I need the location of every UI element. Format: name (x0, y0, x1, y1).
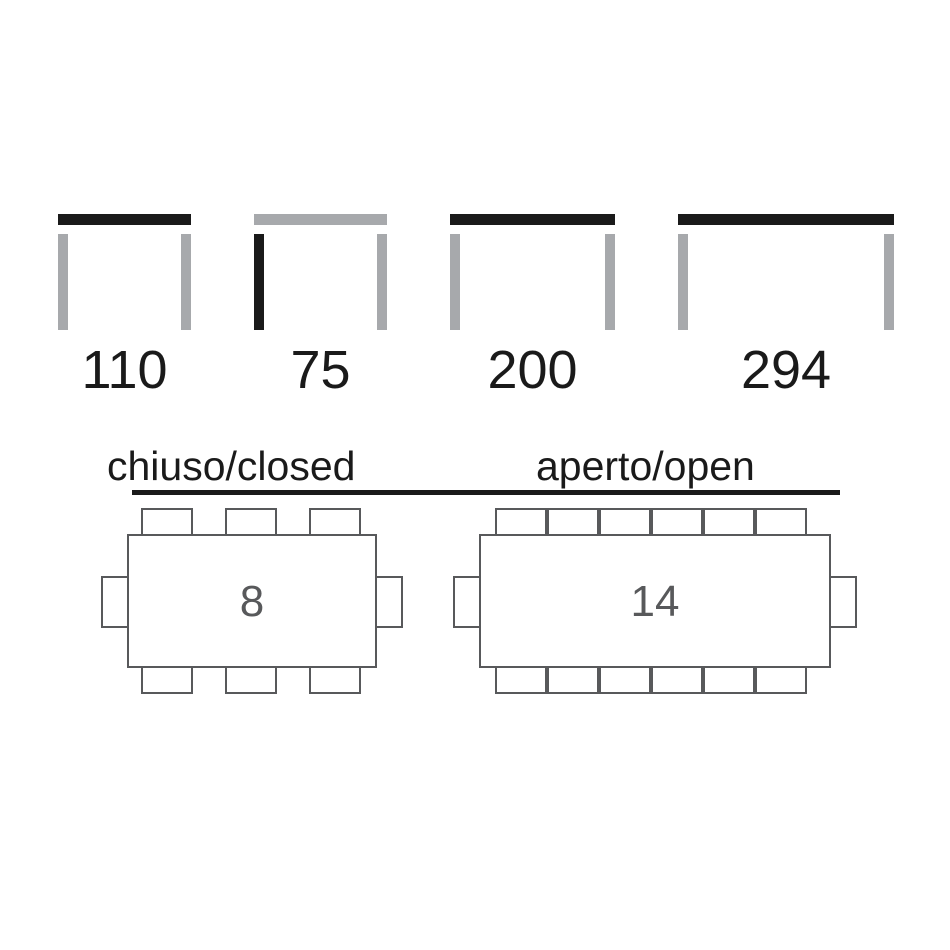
tabletop-profile-110 (58, 214, 191, 225)
chair-bottom-1 (495, 666, 547, 694)
elevation-figure-200: 200 (450, 214, 615, 404)
chair-top-2 (547, 508, 599, 536)
caption-underline-rule (132, 490, 840, 495)
chair-top-2 (225, 508, 277, 536)
seat-count-open: 14 (630, 577, 680, 626)
table-leg-left-110 (58, 234, 68, 330)
tabletop-profile-75 (254, 214, 387, 225)
table-leg-right-294 (884, 234, 894, 330)
tabletop-profile-294 (678, 214, 894, 225)
tabletop-profile-200 (450, 214, 615, 225)
dimension-label-75: 75 (290, 340, 351, 400)
table-leg-right-200 (605, 234, 615, 330)
chair-bottom-5 (703, 666, 755, 694)
chair-bottom-1 (141, 666, 193, 694)
elevation-figure-75: 75 (254, 214, 387, 404)
dimension-label-110: 110 (81, 340, 168, 400)
plan-view-open-14-seats: 14 (453, 505, 867, 700)
caption-aperto-open: aperto/open (536, 443, 755, 489)
table-leg-left-200 (450, 234, 460, 330)
chair-left-1 (453, 576, 481, 628)
chair-top-4 (651, 508, 703, 536)
chair-top-1 (495, 508, 547, 536)
chair-bottom-4 (651, 666, 703, 694)
chair-bottom-2 (225, 666, 277, 694)
tabletop-plan-closed (127, 534, 377, 668)
plan-view-closed-8-seats: 8 (97, 505, 417, 700)
dimension-label-294: 294 (740, 340, 832, 400)
dimension-label-200: 200 (487, 340, 578, 400)
chair-right-1 (829, 576, 857, 628)
chair-top-3 (309, 508, 361, 536)
table-leg-right-75 (377, 234, 387, 330)
chair-top-3 (599, 508, 651, 536)
chair-top-5 (703, 508, 755, 536)
caption-chiuso-closed: chiuso/closed (107, 443, 356, 489)
chair-bottom-6 (755, 666, 807, 694)
chair-left-1 (101, 576, 129, 628)
seat-count-closed: 8 (239, 577, 265, 626)
chair-top-6 (755, 508, 807, 536)
chair-right-1 (375, 576, 403, 628)
chair-bottom-3 (599, 666, 651, 694)
table-leg-right-110 (181, 234, 191, 330)
table-leg-left-75 (254, 234, 264, 330)
chair-top-1 (141, 508, 193, 536)
elevation-figure-294: 294 (678, 214, 894, 404)
elevation-figure-110: 110 (58, 214, 191, 404)
tabletop-plan-open (479, 534, 831, 668)
table-leg-left-294 (678, 234, 688, 330)
chair-bottom-2 (547, 666, 599, 694)
chair-bottom-3 (309, 666, 361, 694)
